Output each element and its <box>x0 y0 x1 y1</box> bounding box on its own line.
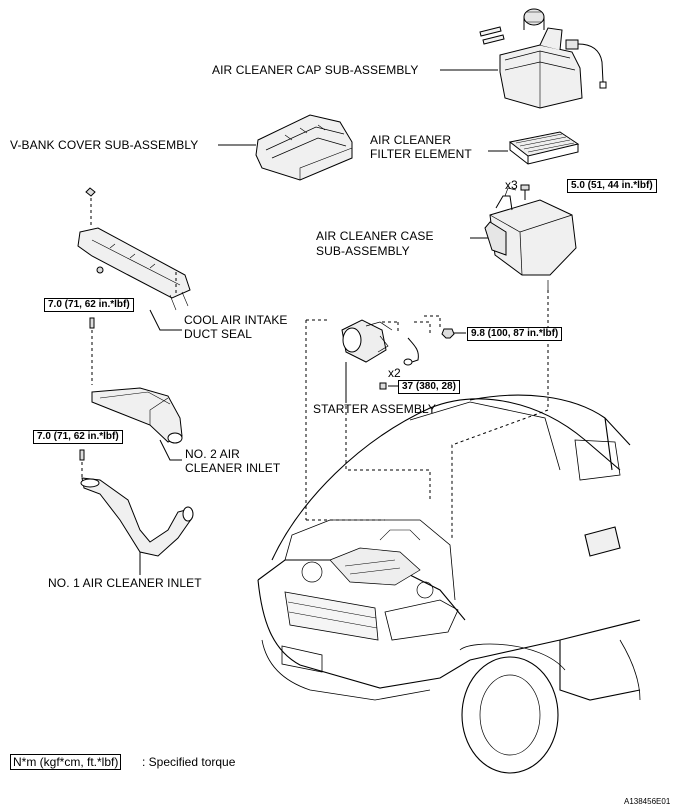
air-cleaner-case-drawing <box>470 184 577 290</box>
label-case-line2: SUB-ASSEMBLY <box>316 244 410 258</box>
label-filter-line1: AIR CLEANER <box>370 133 452 147</box>
figure-id: A138456E01 <box>624 797 671 806</box>
label-no1: NO. 1 AIR CLEANER INLET <box>48 576 202 590</box>
label-case-line1: AIR CLEANER CASE <box>316 229 434 243</box>
label-no2-line2: CLEANER INLET <box>185 461 281 475</box>
v-bank-cover-drawing <box>218 114 353 181</box>
torque-no2-inlet-bolt: 7.0 (71, 62 in.*lbf) <box>33 430 123 444</box>
torque-duct-seal-bolt: 7.0 (71, 62 in.*lbf) <box>44 298 134 312</box>
label-cool-air-line1: COOL AIR INTAKE <box>184 313 288 327</box>
legend-unit-box: N*m (kgf*cm, ft.*lbf) <box>10 754 122 770</box>
no1-air-cleaner-inlet-drawing <box>80 477 194 575</box>
no2-air-cleaner-inlet-drawing <box>91 387 183 461</box>
qty-case-bolts: x3 <box>505 178 518 192</box>
label-starter: STARTER ASSEMBLY <box>313 402 436 416</box>
label-no2-line1: NO. 2 AIR <box>185 447 240 461</box>
label-air-cleaner-cap: AIR CLEANER CAP SUB-ASSEMBLY <box>212 63 419 77</box>
starter-assembly-drawing <box>305 315 466 520</box>
air-cleaner-filter-drawing <box>488 131 580 165</box>
torque-starter-nut: 9.8 (100, 87 in.*lbf) <box>467 327 563 341</box>
torque-case-bolt: 5.0 (51, 44 in.*lbf) <box>567 179 657 193</box>
duct-seal-bolt-drawing <box>89 317 95 385</box>
torque-starter-bolt: 37 (380, 28) <box>398 380 460 394</box>
label-cool-air-line2: DUCT SEAL <box>184 327 253 341</box>
label-v-bank-cover: V-BANK COVER SUB-ASSEMBLY <box>10 138 199 152</box>
air-cleaner-cap-drawing <box>440 8 607 109</box>
label-filter-line2: FILTER ELEMENT <box>370 147 472 161</box>
vehicle-drawing <box>257 394 641 774</box>
qty-starter-bolts: x2 <box>388 366 401 380</box>
legend-description: : Specified torque <box>142 755 236 769</box>
no2-inlet-bolt-drawing <box>79 449 85 480</box>
cool-air-intake-duct-seal-drawing <box>77 187 191 331</box>
